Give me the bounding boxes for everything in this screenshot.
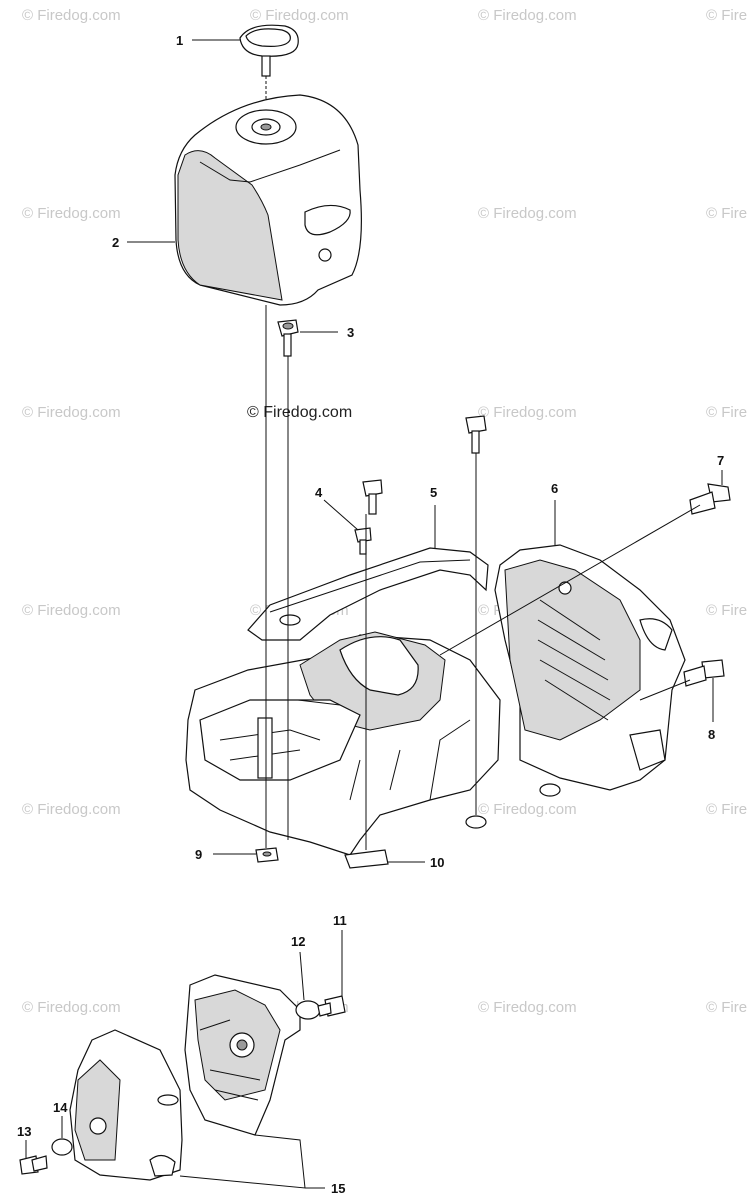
part-nut-9 [255, 847, 279, 863]
callout-13: 13 [17, 1124, 31, 1139]
watermark: © Firedog.com [22, 7, 121, 24]
callout-5: 5 [430, 485, 437, 500]
watermark: © Firedog.com [22, 999, 121, 1016]
part-screw-3 [277, 319, 299, 357]
part-screw-8 [683, 659, 725, 687]
watermark: © Firedog.com [478, 801, 577, 818]
watermark-center: © Firedog.com [247, 404, 352, 421]
watermark: © Fire [706, 404, 747, 421]
watermark: © Firedog.com [22, 602, 121, 619]
callout-8: 8 [708, 727, 715, 742]
callout-7: 7 [717, 453, 724, 468]
watermark: © Firedog.com [22, 205, 121, 222]
part-screw-11 [317, 995, 346, 1017]
watermark: © Firedog.com [478, 999, 577, 1016]
callout-10: 10 [430, 855, 444, 870]
watermark: © Firedog.com [250, 7, 349, 24]
part-oring-12 [295, 1000, 321, 1020]
part-top-cover [174, 94, 362, 306]
part-screw-13 [19, 1155, 48, 1175]
watermark: © Firedog.com [22, 404, 121, 421]
callout-1: 1 [176, 33, 183, 48]
callout-15: 15 [331, 1181, 345, 1196]
watermark: © Fire [706, 7, 747, 24]
watermark: © Fire [706, 999, 747, 1016]
callout-11: 11 [333, 913, 347, 928]
part-knob [239, 24, 299, 124]
callout-14: 14 [53, 1100, 68, 1115]
part-oring-14 [51, 1138, 73, 1156]
watermark: © Fire [706, 205, 747, 222]
part-right-housing [494, 544, 686, 797]
part-handle-plate [247, 547, 489, 641]
leader-lines [25, 39, 723, 1189]
callout-2: 2 [112, 235, 119, 250]
callout-labels: 1 2 3 4 5 6 7 8 9 10 11 12 13 14 15 [17, 33, 724, 1196]
callout-12: 12 [291, 934, 305, 949]
watermark: © Firedog.com [478, 7, 577, 24]
part-screw-4a [362, 479, 383, 515]
watermark: © Fire [706, 602, 747, 619]
part-lower-cover [69, 1029, 183, 1181]
part-lower-housing [184, 974, 301, 1136]
watermark: © Firedog.com [478, 404, 577, 421]
callout-4: 4 [315, 485, 323, 500]
callout-3: 3 [347, 325, 354, 340]
watermark: © Firedog.com [22, 801, 121, 818]
callout-6: 6 [551, 481, 558, 496]
callout-9: 9 [195, 847, 202, 862]
part-screw-upper [465, 415, 487, 454]
watermark: © Firedog.com [478, 205, 577, 222]
part-main-housing [185, 631, 501, 869]
watermark: © Fire [706, 801, 747, 818]
part-screw-7 [689, 483, 731, 515]
part-screw-4b [354, 527, 372, 555]
